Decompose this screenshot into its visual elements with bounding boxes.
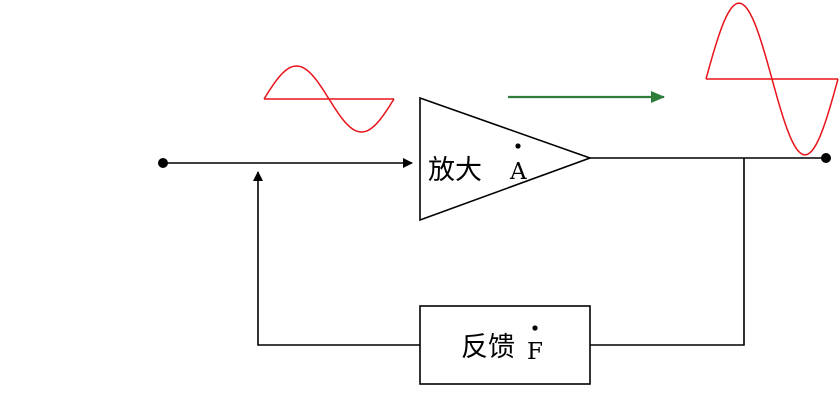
amplifier-label: 放大 [428,155,482,186]
feedback-wire-right [590,158,745,346]
amplifier-symbol: A [509,159,527,185]
input-waveform [263,65,395,133]
output-terminal [821,153,831,163]
output-waveform [705,2,839,156]
feedback-symbol: F [527,339,543,365]
amplifier-block [419,96,593,222]
feedback-wire-left [253,171,420,346]
feedback-symbol-dot [532,325,538,331]
feedback-block [419,305,591,385]
feedback-label: 反馈 [461,332,515,363]
amplifier-symbol-dot [515,143,521,149]
